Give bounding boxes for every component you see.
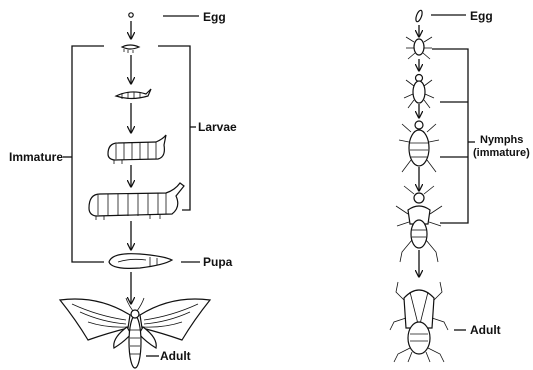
pupa-illustration: [109, 254, 172, 269]
adult-label-right: Adult: [470, 323, 501, 337]
nymphs-label: Nymphs: [480, 134, 523, 146]
larva-stage-2-illustration: [116, 89, 151, 99]
immature-bracket: [72, 46, 104, 262]
immature-label: Immature: [9, 150, 63, 164]
adult-cricket-illustration: [390, 282, 448, 362]
egg-label-right: Egg: [470, 9, 493, 23]
larva-stage-1-illustration: [122, 45, 139, 53]
nymphs-bracket: [432, 49, 468, 223]
egg-illustration-right: [415, 10, 424, 23]
nymph-stage-1-illustration: [406, 37, 432, 59]
nymph-stage-3-illustration: [399, 121, 439, 172]
pupa-label: Pupa: [203, 255, 233, 269]
egg-label: Egg: [203, 10, 226, 24]
nymphs-immature-label: (immature): [473, 147, 530, 159]
larva-stage-4-illustration: [89, 183, 184, 220]
larva-stage-3-illustration: [108, 135, 166, 164]
larvae-label: Larvae: [198, 120, 237, 134]
incomplete-metamorphosis-panel: Egg: [390, 9, 530, 362]
egg-illustration: [129, 13, 133, 17]
adult-label: Adult: [160, 349, 191, 363]
larvae-bracket: [158, 46, 190, 210]
complete-metamorphosis-panel: Egg: [9, 10, 237, 368]
nymph-stage-2-illustration: [404, 75, 434, 109]
